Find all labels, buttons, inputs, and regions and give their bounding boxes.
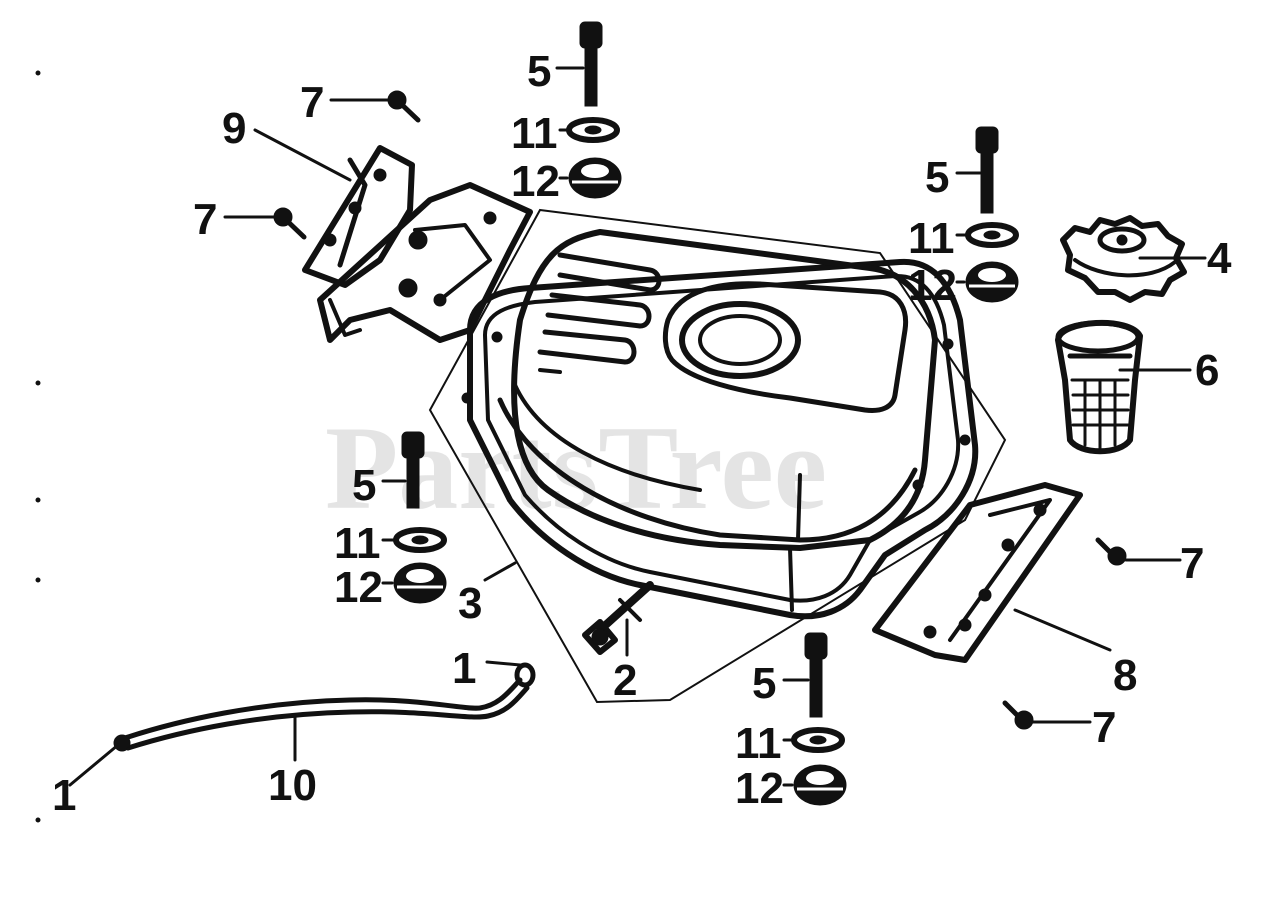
callout-3: 3	[458, 579, 482, 628]
rubber-mount-12-top	[568, 157, 622, 199]
callout-7: 7	[1092, 703, 1116, 752]
bolt-5-bottom	[804, 632, 828, 718]
screw-7-top	[387, 90, 421, 123]
callout-11: 11	[511, 109, 558, 158]
watermark: PartsTree	[325, 401, 827, 534]
bolt-5-right	[975, 126, 999, 214]
washer-11-right	[965, 222, 1019, 248]
callout-7: 7	[300, 78, 324, 127]
bolt-5-left	[401, 431, 425, 509]
screw-7-bottom	[1002, 700, 1034, 730]
washer-11-top	[566, 117, 620, 143]
fuel-hose	[113, 662, 536, 752]
mounting-bracket-8	[872, 482, 1083, 663]
rubber-mount-12-right	[965, 261, 1019, 303]
callout-11: 11	[334, 519, 381, 568]
leader-lines	[68, 66, 1207, 787]
callout-11: 11	[735, 719, 782, 768]
callout-12: 12	[908, 261, 957, 310]
callout-5: 5	[352, 461, 376, 510]
screw-7-right	[1095, 537, 1127, 566]
callout-9: 9	[222, 104, 246, 153]
callout-8: 8	[1113, 651, 1137, 700]
callout-labels: 5 11 12 5 11 12 5 11 12 5 11 12 7 7 7 7 …	[52, 47, 1232, 820]
washer-11-left	[393, 527, 447, 553]
callout-7: 7	[1180, 539, 1204, 588]
screw-7-left	[273, 207, 307, 240]
callout-5: 5	[527, 47, 551, 96]
callout-10: 10	[268, 761, 317, 810]
callout-2: 2	[613, 656, 637, 705]
tank-group-outline	[428, 208, 1007, 704]
callout-1: 1	[52, 771, 76, 820]
callout-5: 5	[752, 659, 776, 708]
mounting-bracket-9	[302, 145, 533, 343]
callout-1: 1	[452, 644, 476, 693]
rubber-mount-12-bottom	[793, 764, 847, 806]
washer-11-bottom	[791, 727, 845, 753]
callout-4: 4	[1207, 234, 1232, 283]
fuel-tank	[461, 229, 979, 620]
callout-5: 5	[925, 153, 949, 202]
callout-6: 6	[1195, 346, 1219, 395]
fuel-cap	[1060, 215, 1187, 303]
callout-12: 12	[334, 563, 383, 612]
callout-11: 11	[908, 214, 955, 263]
fuel-valve	[582, 581, 654, 655]
bolt-5-top	[579, 21, 603, 107]
fuel-strainer	[1055, 319, 1143, 455]
rubber-mount-12-left	[393, 562, 447, 604]
callout-12: 12	[511, 157, 560, 206]
scan-specks	[35, 70, 41, 823]
callout-12: 12	[735, 764, 784, 813]
callout-7: 7	[193, 195, 217, 244]
